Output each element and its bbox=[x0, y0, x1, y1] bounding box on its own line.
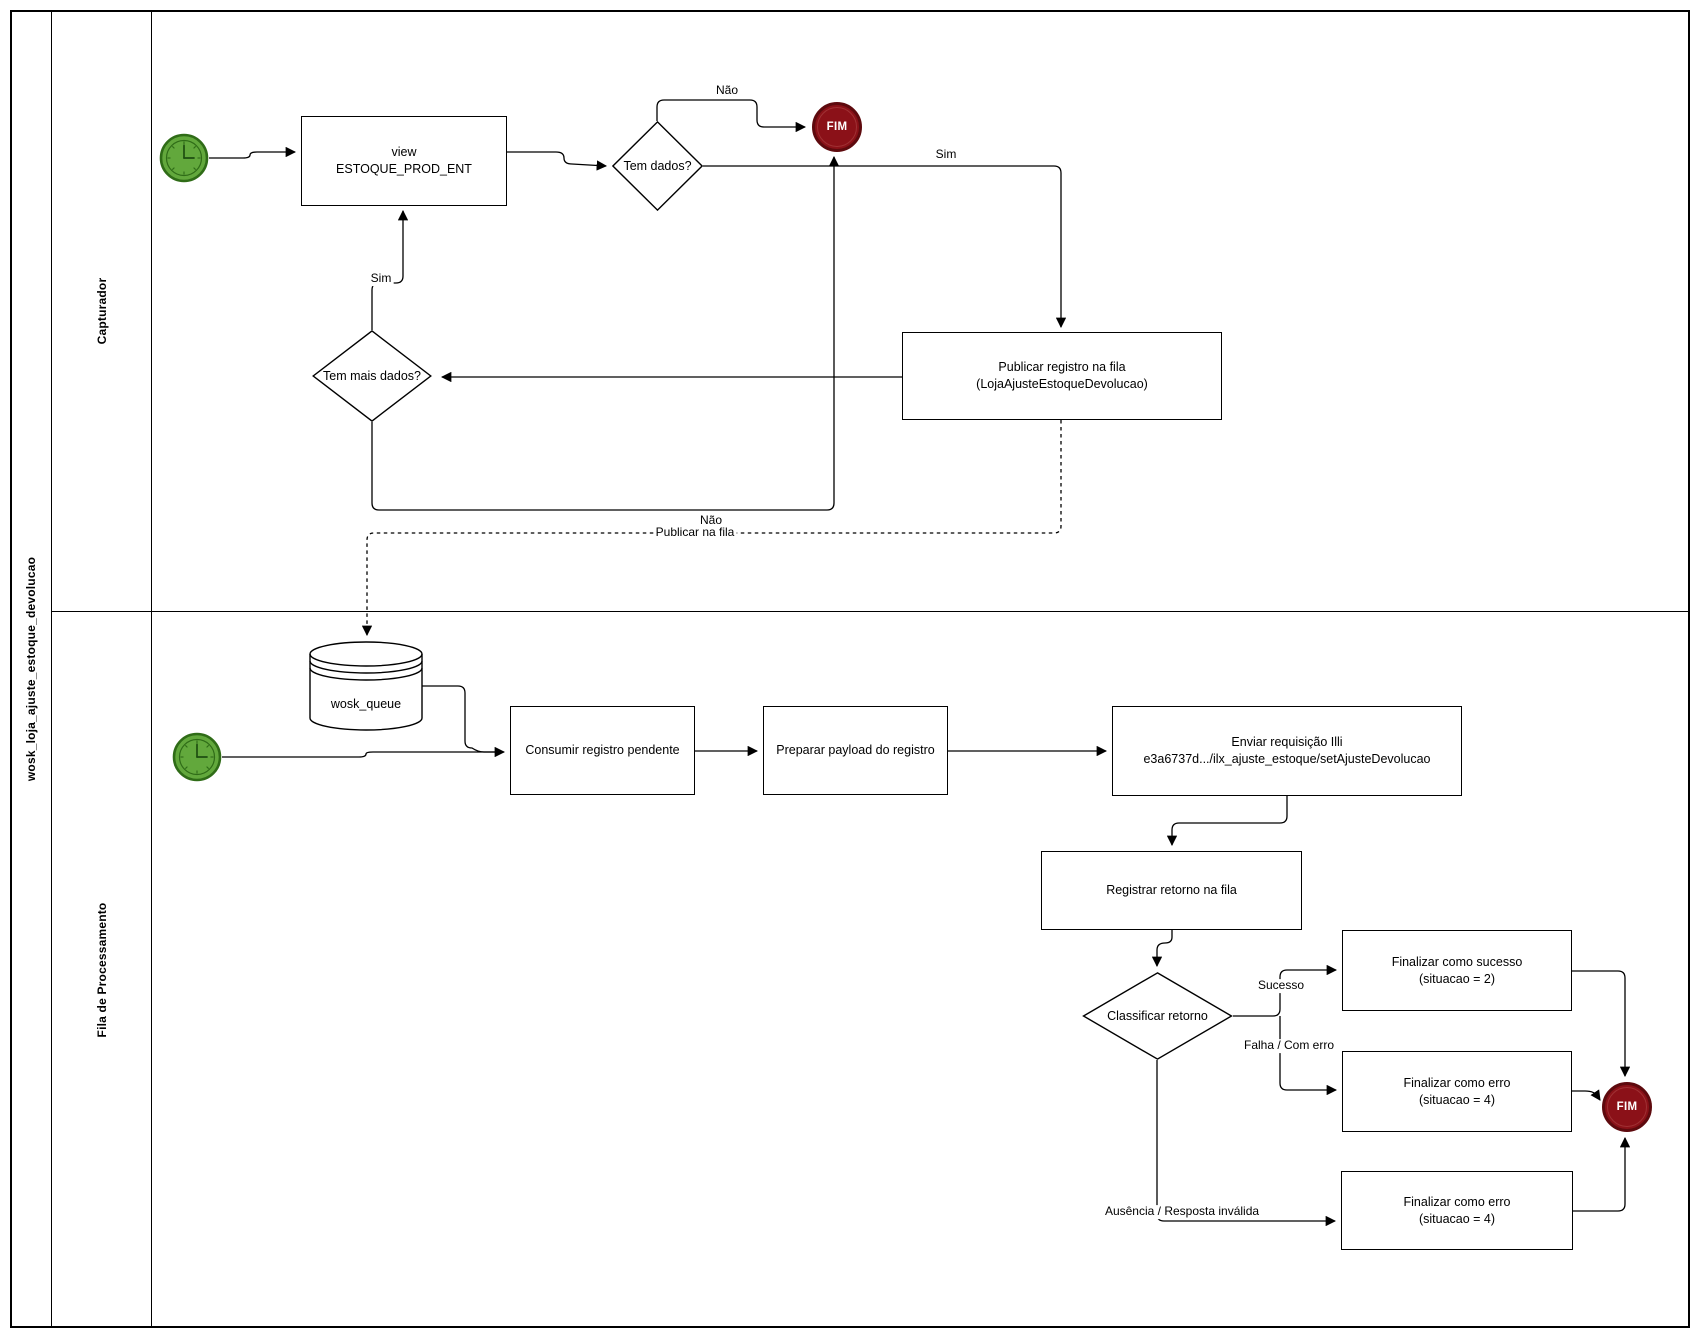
task-consumir-registro[interactable]: Consumir registro pendente bbox=[510, 706, 695, 795]
diamond-shape bbox=[1082, 972, 1233, 1060]
task-publicar-line2: (LojaAjusteEstoqueDevolucao) bbox=[976, 377, 1148, 391]
datastore-wosk-queue[interactable]: wosk_queue bbox=[308, 640, 424, 732]
gateway-classificar-retorno[interactable]: Classificar retorno bbox=[1082, 972, 1233, 1060]
edge-label-publicar-na-fila: Publicar na fila bbox=[653, 525, 737, 540]
task-finalizar-erro-ausencia[interactable]: Finalizar como erro (situacao = 4) bbox=[1341, 1171, 1573, 1250]
end-event-fim-label: FIM bbox=[1616, 1101, 1638, 1113]
flow-classificar-sucesso bbox=[1233, 964, 1338, 1017]
edge-label-sucesso: Sucesso bbox=[1255, 978, 1307, 993]
pool-title-cell: wosk_loja_ajuste_estoque_devolucao bbox=[10, 10, 52, 1328]
flow-temdados-sim-to-publicar bbox=[703, 165, 1067, 329]
end-event-fim-fila[interactable]: FIM bbox=[1601, 1081, 1653, 1133]
task-publicar-line1: Publicar registro na fila bbox=[998, 360, 1126, 375]
lane-divider bbox=[52, 611, 1690, 613]
diamond-shape bbox=[312, 330, 432, 422]
end-event-fim-capturador[interactable]: FIM bbox=[811, 101, 863, 153]
task-finalizar-erro-falha-line2: (situacao = 4) bbox=[1418, 1092, 1496, 1107]
task-preparar-label: Preparar payload do registro bbox=[776, 743, 935, 758]
task-view-line1: view bbox=[391, 145, 417, 160]
task-finalizar-sucesso-line2: (situacao = 2) bbox=[1418, 971, 1496, 986]
task-enviar-requisicao[interactable]: Enviar requisição Illi e3a6737d.../ilx_a… bbox=[1112, 706, 1462, 796]
gateway-tem-dados[interactable]: Tem dados? bbox=[612, 121, 703, 211]
flow-erro-ausencia-to-fim bbox=[1573, 1136, 1631, 1212]
flow-temmais-nao-to-fim bbox=[371, 155, 840, 511]
edge-label-falha: Falha / Com erro bbox=[1241, 1038, 1337, 1053]
timer-clock-icon bbox=[172, 732, 222, 782]
flow-erro-falha-to-fim bbox=[1572, 1089, 1601, 1101]
task-enviar-line2: e3a6737d.../ilx_ajuste_estoque/setAjuste… bbox=[1143, 752, 1431, 766]
diamond-shape bbox=[612, 121, 703, 211]
task-preparar-payload[interactable]: Preparar payload do registro bbox=[763, 706, 948, 795]
task-finalizar-sucesso-line1: Finalizar como sucesso bbox=[1391, 954, 1523, 969]
timer-start-event-capturador[interactable] bbox=[159, 133, 209, 183]
task-finalizar-erro-falha[interactable]: Finalizar como erro (situacao = 4) bbox=[1342, 1051, 1572, 1132]
edge-label-ausencia: Ausência / Resposta inválida bbox=[1102, 1204, 1262, 1219]
flow-view-to-temdados bbox=[507, 151, 608, 171]
edge-label-tem-mais-sim: Sim bbox=[368, 271, 394, 286]
flow-temdados-nao-to-fim bbox=[656, 99, 807, 133]
gateway-tem-mais-dados[interactable]: Tem mais dados? bbox=[312, 330, 432, 422]
edge-label-tem-mais-nao: Não bbox=[697, 513, 725, 528]
task-registrar-retorno[interactable]: Registrar retorno na fila bbox=[1041, 851, 1302, 930]
task-view-estoque-prod-ent[interactable]: view ESTOQUE_PROD_ENT bbox=[301, 116, 507, 206]
task-enviar-line1: Enviar requisição Illi bbox=[1231, 735, 1343, 750]
flow-enviar-to-registrar bbox=[1166, 796, 1288, 847]
flow-classificar-falha bbox=[1279, 1016, 1338, 1096]
task-finalizar-erro-ausencia-line1: Finalizar como erro bbox=[1403, 1194, 1511, 1209]
flow-registrar-to-classificar bbox=[1151, 930, 1173, 968]
task-publicar-registro[interactable]: Publicar registro na fila (LojaAjusteEst… bbox=[902, 332, 1222, 420]
datastore-cylinder-icon bbox=[309, 641, 423, 731]
flow-queue-to-consumir bbox=[422, 685, 498, 753]
timer-clock-icon bbox=[159, 133, 209, 183]
task-finalizar-erro-ausencia-line2: (situacao = 4) bbox=[1418, 1211, 1496, 1226]
end-event-fim-label: FIM bbox=[826, 121, 848, 133]
lane-label-column: Capturador Fila de Processamento bbox=[52, 10, 152, 1328]
flow-start-to-view bbox=[209, 146, 297, 159]
flow-start2-to-consumir bbox=[222, 746, 506, 758]
task-finalizar-erro-falha-line1: Finalizar como erro bbox=[1403, 1075, 1511, 1090]
end-event-circle-icon bbox=[812, 102, 862, 152]
task-finalizar-sucesso[interactable]: Finalizar como sucesso (situacao = 2) bbox=[1342, 930, 1572, 1011]
flow-sucesso-to-fim bbox=[1572, 970, 1631, 1078]
edge-label-tem-dados-nao: Não bbox=[713, 83, 741, 98]
end-event-circle-icon bbox=[1602, 1082, 1652, 1132]
task-consumir-label: Consumir registro pendente bbox=[525, 743, 680, 758]
task-view-line2: ESTOQUE_PROD_ENT bbox=[336, 162, 472, 176]
pool-border bbox=[10, 10, 1690, 1328]
flow-classificar-ausencia bbox=[1156, 1060, 1337, 1227]
edge-label-tem-dados-sim: Sim bbox=[933, 147, 959, 162]
timer-start-event-fila[interactable] bbox=[172, 732, 222, 782]
task-registrar-label: Registrar retorno na fila bbox=[1106, 883, 1237, 898]
